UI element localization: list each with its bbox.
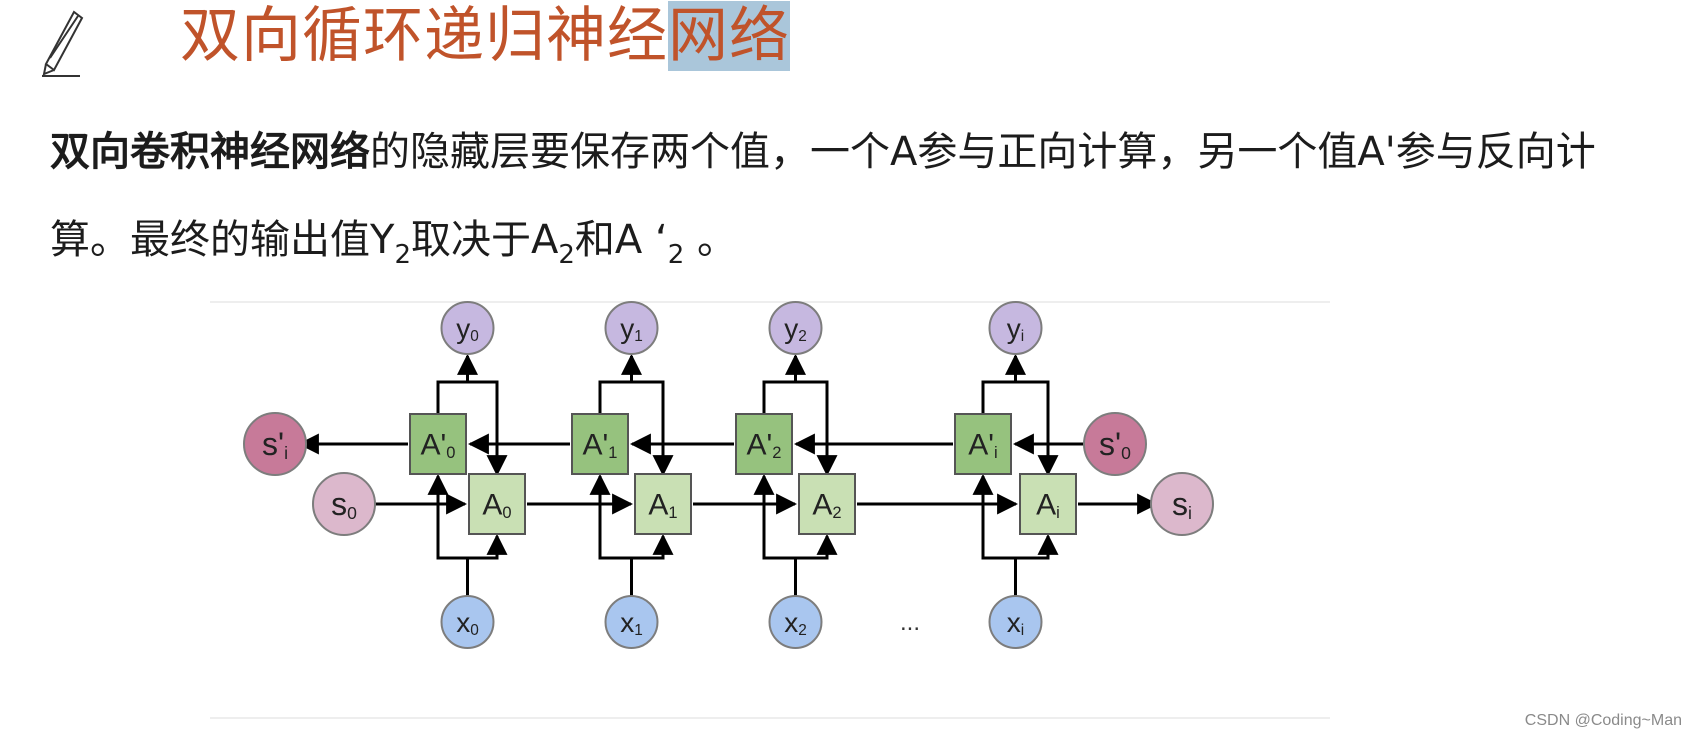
para-text-3: 和A ‘ (574, 217, 668, 263)
output-node-2 (768, 301, 823, 355)
forward-cell-label-2: A2 (812, 489, 841, 523)
arrow-in-back-3 (972, 473, 1017, 596)
page-title: 双向循环递归神经网络 (180, 0, 790, 72)
arrow-in-fwd-1 (631, 533, 674, 560)
forward-cell-3 (1019, 473, 1077, 535)
backward-cell-label-3: A'i (968, 429, 997, 463)
s-prime-i-node (243, 412, 307, 476)
para-text-4: 。 (684, 217, 737, 263)
para-sub-3: 2 (667, 240, 685, 270)
output-node-1 (604, 301, 659, 355)
para-sub-2: 2 (558, 240, 575, 270)
input-label-0: x0 (456, 607, 479, 639)
diagram-nodes: y0 y1 y2 yi x0 x1 x2 xi A'0A0 A'1A1 A'2A2 A'iAi s0 s'… (243, 301, 1214, 649)
input-node-2 (768, 595, 823, 649)
s0-label: s0 (331, 486, 357, 523)
output-node-0 (440, 301, 495, 355)
forward-cell-label-3: Ai (1036, 489, 1060, 523)
pencil-icon (42, 10, 84, 77)
arrow-in-fwd-3 (1015, 533, 1059, 560)
forward-cell-label-0: A0 (482, 489, 511, 523)
output-label-3: yi (1007, 313, 1024, 345)
output-node-3 (988, 301, 1043, 355)
title-highlight: 网络 (668, 1, 790, 71)
si-label: si (1172, 486, 1192, 523)
si-node (1150, 472, 1214, 536)
input-label-3: xi (1007, 607, 1024, 639)
arrow-in-back-0 (427, 473, 469, 596)
backward-cell-0 (409, 413, 467, 475)
description-paragraph: 双向卷积神经网络的隐藏层要保存两个值，一个A参与正向计算，另一个值A'参与反向计… (50, 108, 1650, 284)
forward-cell-label-1: A1 (648, 489, 677, 523)
s-prime-0-label: s'0 (1099, 426, 1131, 463)
title-main: 双向循环递归神经 (180, 1, 668, 71)
input-label-2: x2 (784, 607, 807, 639)
input-label-1: x1 (620, 607, 643, 639)
watermark: CSDN @Coding~Man (1524, 712, 1682, 729)
s0-node (312, 472, 376, 536)
para-text-1: 的隐藏层要保存两个值，一个A参与正向计算，另一个值A'参与反向计算。最终的输出值… (50, 129, 1596, 263)
backward-cell-label-0: A'0 (421, 429, 456, 463)
output-label-0: y0 (456, 313, 479, 345)
arrow-in-fwd-2 (795, 533, 838, 560)
backward-cell-1 (571, 413, 629, 475)
backward-cell-label-1: A'1 (583, 429, 618, 463)
para-sub-1: 2 (394, 240, 411, 270)
backward-cell-label-2: A'2 (747, 429, 782, 463)
brnn-diagram: y0 y1 y2 yi x0 x1 x2 xi A'0A0 A'1A1 A'2A2 A'iAi s0 s'… (210, 301, 1330, 719)
diagram-connections (297, 353, 1159, 596)
arrow-in-fwd-0 (467, 533, 508, 560)
s-prime-0-node (1083, 412, 1147, 476)
input-node-1 (604, 595, 659, 649)
backward-cell-2 (735, 413, 793, 475)
arrow-in-back-2 (753, 473, 797, 596)
input-node-0 (440, 595, 495, 649)
forward-cell-1 (634, 473, 692, 535)
backward-cell-3 (954, 413, 1012, 475)
bold-term: 双向卷积神经网络 (50, 129, 370, 175)
ellipsis: ... (900, 609, 920, 636)
output-label-2: y2 (784, 313, 807, 345)
output-label-1: y1 (620, 313, 643, 345)
forward-cell-2 (798, 473, 856, 535)
para-text-2: 取决于A (410, 217, 559, 263)
s-prime-i-label: s'i (262, 426, 288, 463)
input-node-3 (988, 595, 1043, 649)
forward-cell-0 (468, 473, 526, 535)
arrow-in-back-1 (589, 473, 633, 596)
